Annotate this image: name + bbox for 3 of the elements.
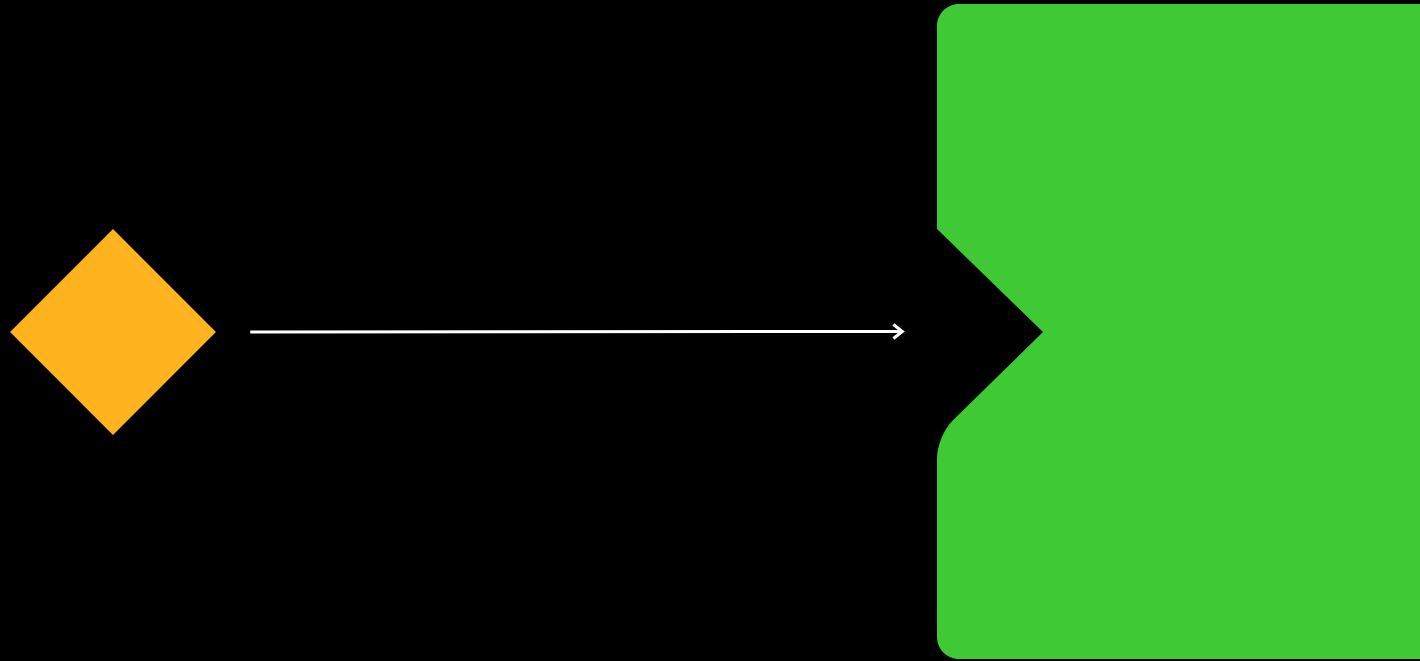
notched-panel	[937, 4, 1420, 659]
decision-diamond	[10, 229, 216, 435]
arrow	[250, 323, 905, 340]
